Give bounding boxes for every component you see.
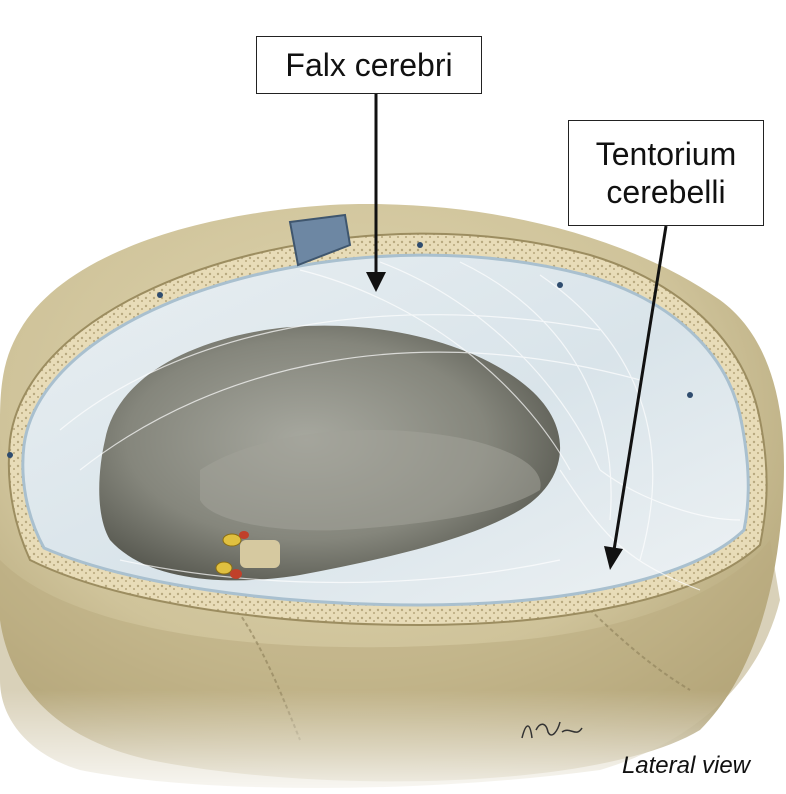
falx-arrow [366, 94, 386, 292]
bottom-fade [0, 690, 786, 794]
foramina [7, 242, 693, 458]
falx-cerebri-text: Falx cerebri [285, 47, 453, 83]
tentorium-text-line2: cerebelli [606, 174, 726, 210]
tentorium-cerebelli-label: Tentorium cerebelli [568, 120, 764, 226]
falx-cerebri-label: Falx cerebri [256, 36, 482, 94]
tentorium-fold [200, 430, 541, 531]
view-caption: Lateral view [621, 752, 750, 779]
dura-fibers [59, 261, 741, 591]
cut-vessels [215, 531, 280, 579]
sagittal-sinus [288, 213, 352, 267]
tentorium-arrow [604, 225, 668, 570]
artist-signature [521, 721, 583, 739]
tentorium-text-line1: Tentorium [595, 136, 737, 172]
